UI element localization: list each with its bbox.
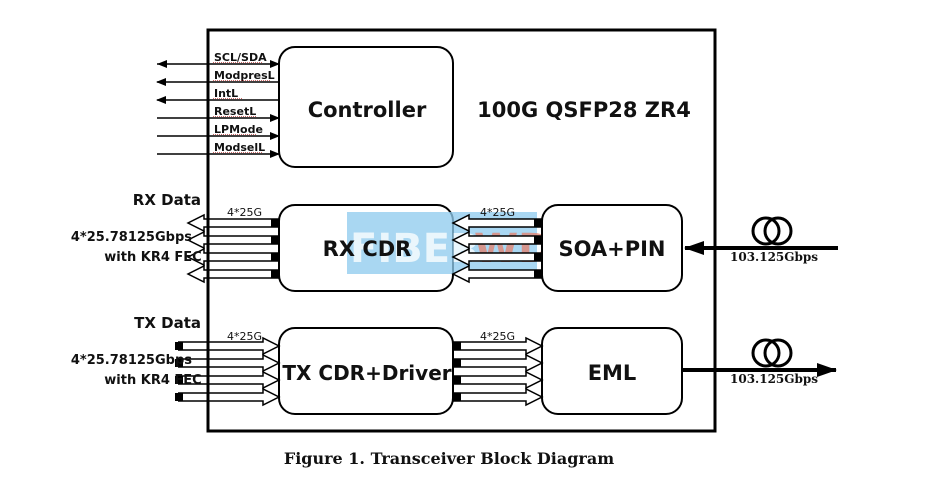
lane-terminal bbox=[453, 393, 461, 401]
lane-arrow bbox=[453, 336, 544, 356]
lane-arrow bbox=[453, 370, 544, 390]
figure-caption: Figure 1. Transceiver Block Diagram bbox=[284, 449, 614, 468]
tx-cdr-label: TX CDR+Driver bbox=[282, 361, 451, 385]
tx-lane-label-left: 4*25G bbox=[227, 330, 262, 343]
lane-arrow bbox=[178, 387, 281, 407]
lane-terminal bbox=[271, 219, 279, 227]
signal-modsell: ModselL bbox=[157, 141, 280, 158]
lane-arrow bbox=[178, 336, 281, 356]
tx-cdr-block bbox=[278, 327, 454, 415]
tx-lane-label-right: 4*25G bbox=[480, 330, 515, 343]
lane-arrow bbox=[178, 353, 281, 373]
arrowhead-left bbox=[157, 60, 167, 68]
lane-terminal bbox=[534, 270, 542, 278]
signal-label: ResetL bbox=[214, 105, 256, 118]
lane-arrow bbox=[186, 213, 279, 233]
lane-terminal bbox=[534, 236, 542, 244]
signal-label: SCL/SDA bbox=[214, 51, 267, 64]
lane-terminal bbox=[271, 253, 279, 261]
lane-terminal bbox=[453, 359, 461, 367]
tx-rate-line2: with KR4 FEC bbox=[104, 373, 201, 388]
signal-label: IntL bbox=[214, 87, 238, 100]
signal-scl-sda: SCL/SDA bbox=[157, 51, 280, 68]
rx-lane-label-left: 4*25G bbox=[227, 206, 262, 219]
lane-terminal bbox=[175, 393, 183, 401]
tx-fiber-coil-icon bbox=[751, 338, 793, 368]
signal-label: LPMode bbox=[214, 123, 263, 136]
signal-intl: IntL bbox=[156, 87, 279, 104]
signal-resetl: ResetL bbox=[157, 105, 280, 122]
lane-terminal bbox=[534, 219, 542, 227]
controller-block bbox=[278, 46, 454, 168]
watermark-fiber: FIBER bbox=[350, 226, 481, 272]
rx-cdr-label: RX CDR bbox=[323, 237, 412, 261]
signal-modpresl: ModpresL bbox=[156, 69, 279, 86]
rx-lane-label-right: 4*25G bbox=[480, 206, 515, 219]
rx-rate-line1: 4*25.78125Gbps bbox=[71, 230, 192, 245]
lane-arrow bbox=[451, 264, 542, 284]
rx-data-heading: RX Data bbox=[133, 191, 201, 209]
lane-terminal bbox=[534, 253, 542, 261]
lane-arrow bbox=[453, 353, 544, 373]
signal-label: ModpresL bbox=[214, 69, 275, 82]
controller-label: Controller bbox=[308, 98, 427, 122]
lane-arrow bbox=[186, 247, 279, 267]
soa-pin-block bbox=[541, 204, 683, 292]
lane-arrow bbox=[453, 387, 544, 407]
tx-internal-lanes bbox=[453, 336, 544, 407]
lane-terminal bbox=[175, 376, 183, 384]
module-title: 100G QSFP28 ZR4 bbox=[477, 98, 691, 122]
soa-pin-label: SOA+PIN bbox=[558, 237, 665, 261]
lane-arrow bbox=[186, 264, 279, 284]
eml-label: EML bbox=[588, 361, 637, 385]
lane-arrow bbox=[451, 247, 542, 267]
lane-terminal bbox=[453, 342, 461, 350]
rx-internal-lanes bbox=[451, 213, 542, 284]
lane-terminal bbox=[175, 359, 183, 367]
lane-terminal bbox=[271, 236, 279, 244]
tx-line-rate: 103.125Gbps bbox=[730, 372, 818, 386]
lane-arrow bbox=[178, 370, 281, 390]
lane-arrow bbox=[451, 230, 542, 250]
rx-host-lanes bbox=[186, 213, 279, 284]
lane-terminal bbox=[271, 270, 279, 278]
rx-fiber-coil-icon bbox=[751, 216, 793, 246]
lane-terminal bbox=[453, 376, 461, 384]
tx-rate-line1: 4*25.78125Gbps bbox=[71, 353, 192, 368]
tx-host-lanes bbox=[175, 336, 281, 407]
signal-lpmode: LPMode bbox=[157, 123, 280, 140]
lane-arrow bbox=[186, 230, 279, 250]
rx-line-rate: 103.125Gbps bbox=[730, 250, 818, 264]
rx-rate-line2: with KR4 FEC bbox=[104, 250, 201, 265]
lane-terminal bbox=[175, 342, 183, 350]
tx-data-heading: TX Data bbox=[134, 314, 201, 332]
lane-arrow bbox=[451, 213, 542, 233]
signal-label: ModselL bbox=[214, 141, 265, 154]
